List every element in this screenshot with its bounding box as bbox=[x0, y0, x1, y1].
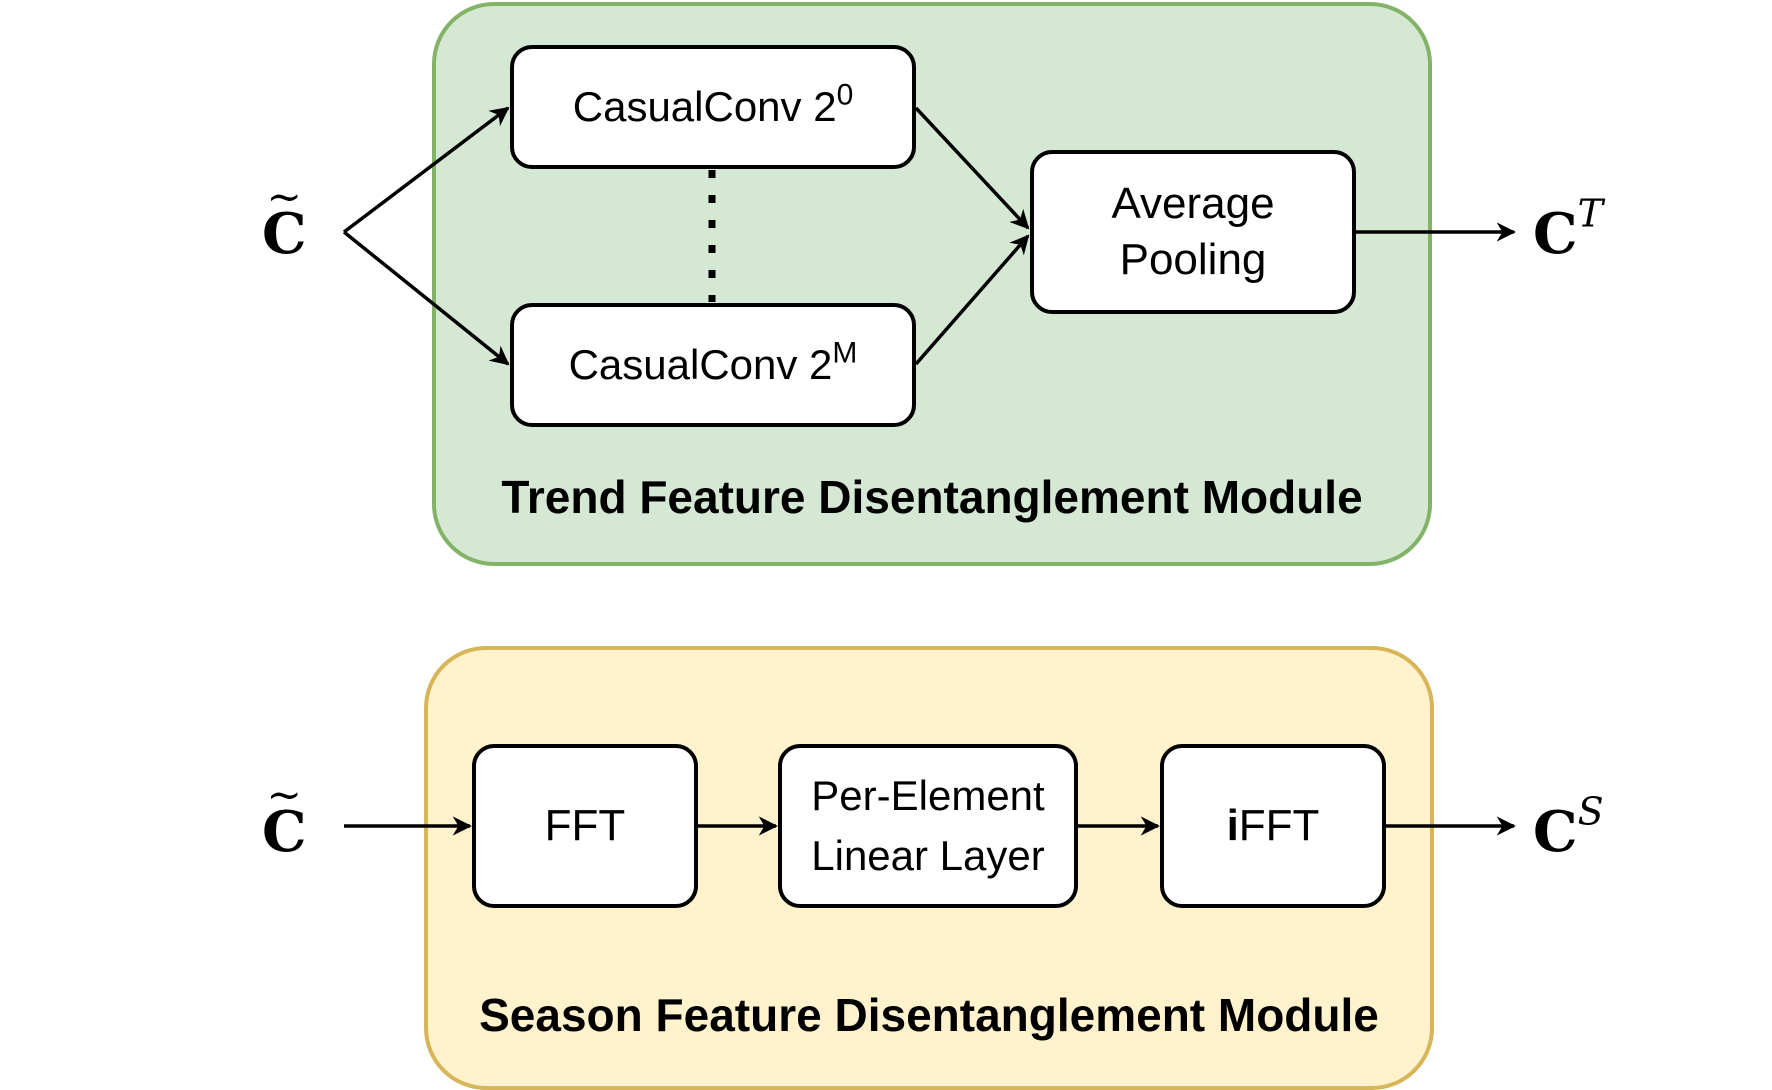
season-input-tilde: ~ bbox=[266, 770, 302, 819]
arrow-conv-bottom-to-pooling bbox=[914, 234, 1030, 366]
causal-conv-top-label: CasualConv 20 bbox=[572, 78, 854, 131]
season-output-superscript: S bbox=[1577, 789, 1604, 834]
average-pooling-box: Average Pooling bbox=[1030, 150, 1356, 314]
causal-conv-bottom-exponent: M bbox=[832, 336, 858, 370]
trend-input-symbol: ~C bbox=[262, 172, 307, 267]
ifft-label: iFFT bbox=[1226, 800, 1320, 850]
season-output-symbol: CS bbox=[1533, 789, 1604, 865]
causal-conv-top-exponent: 0 bbox=[836, 78, 854, 112]
causal-conv-bottom-box: CasualConv 2M bbox=[510, 303, 916, 427]
arrow-conv-top-to-pooling bbox=[914, 106, 1030, 230]
trend-module-title: Trend Feature Disentanglement Module bbox=[501, 471, 1363, 523]
arrow-input-to-conv-top bbox=[342, 106, 510, 234]
season-input-symbol: ~C bbox=[262, 770, 307, 865]
season-module-title: Season Feature Disentanglement Module bbox=[479, 989, 1379, 1041]
trend-input-tilde: ~ bbox=[266, 172, 302, 221]
causal-conv-top-box: CasualConv 20 bbox=[510, 45, 916, 169]
average-pooling-line1: Average bbox=[1111, 178, 1275, 228]
fft-box: FFT bbox=[472, 744, 698, 908]
ifft-box: iFFT bbox=[1160, 744, 1386, 908]
fft-label: FFT bbox=[544, 800, 626, 850]
linear-layer-line2: Linear Layer bbox=[811, 832, 1045, 879]
trend-output-superscript: T bbox=[1577, 191, 1603, 236]
linear-layer-line1: Per-Element bbox=[811, 772, 1045, 820]
arrow-input-to-conv-bottom bbox=[342, 230, 510, 366]
trend-output-symbol: CT bbox=[1533, 191, 1603, 267]
average-pooling-line2: Pooling bbox=[1119, 235, 1267, 284]
causal-conv-bottom-label: CasualConv 2M bbox=[568, 336, 858, 389]
ifft-prefix: i bbox=[1226, 800, 1239, 850]
per-element-linear-layer-box: Per-Element Linear Layer bbox=[778, 744, 1078, 908]
